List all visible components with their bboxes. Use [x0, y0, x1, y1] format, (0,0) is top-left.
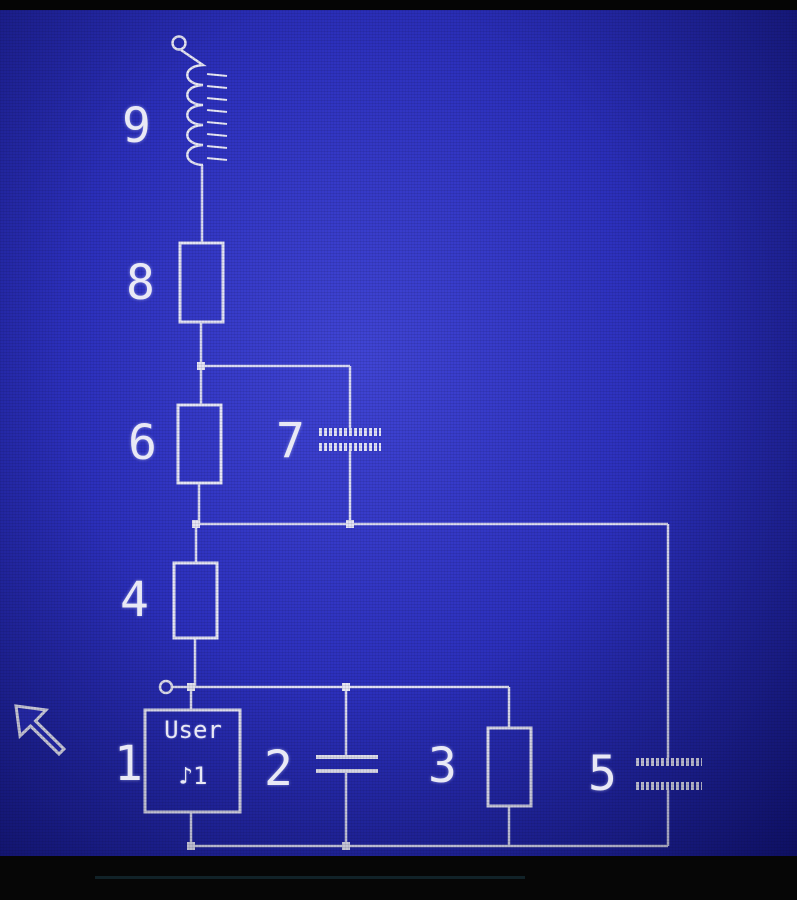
capacitor-2-plates[interactable]	[316, 755, 378, 773]
component-label-9: 9	[122, 98, 151, 154]
inductor-9-symbol[interactable]	[180, 48, 228, 167]
component-label-5: 5	[588, 746, 617, 802]
component-label-3: 3	[428, 738, 457, 794]
user-source-text-line2: ♪1	[178, 762, 208, 790]
resistor-4-body[interactable]	[172, 561, 219, 640]
component-label-4: 4	[120, 572, 149, 628]
capacitor-7-plates[interactable]	[319, 428, 381, 451]
user-source-text-line1: User	[164, 716, 222, 744]
inductor-winding-lines	[206, 73, 228, 161]
component-label-2: 2	[264, 741, 293, 797]
resistor-6-body[interactable]	[176, 403, 223, 485]
bezel-top	[0, 0, 797, 10]
bezel-reflection	[95, 876, 525, 879]
schematic-screen	[0, 10, 797, 856]
resistor-3-body[interactable]	[486, 726, 533, 808]
terminal-icon[interactable]	[158, 679, 174, 695]
component-label-7: 7	[276, 413, 305, 469]
mouse-cursor-icon	[14, 704, 67, 757]
component-label-1: 1	[114, 736, 143, 792]
user-source-1-body[interactable]	[143, 708, 242, 814]
capacitor-5-plates[interactable]	[636, 758, 702, 790]
component-label-8: 8	[126, 255, 155, 311]
component-label-6: 6	[128, 415, 157, 471]
terminal-icon[interactable]	[171, 35, 187, 51]
junction-dots	[187, 362, 354, 850]
resistor-8-body[interactable]	[178, 241, 225, 324]
